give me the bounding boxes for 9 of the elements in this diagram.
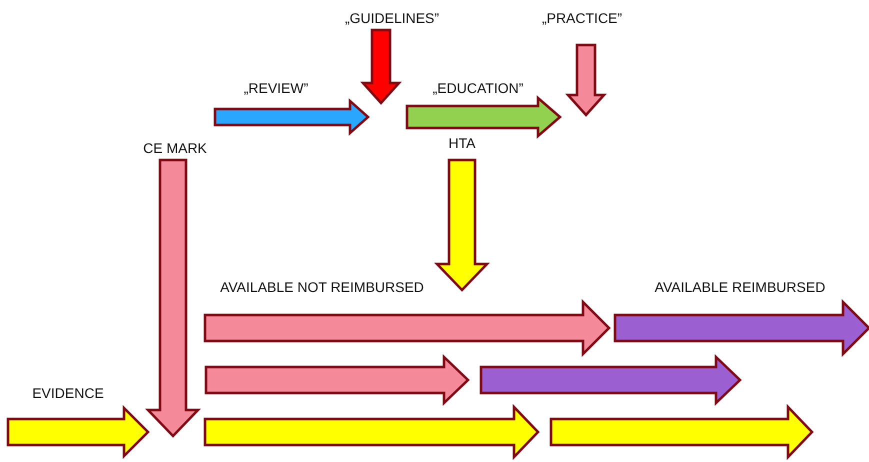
arrow-label: AVAILABLE NOT REIMBURSED — [220, 279, 424, 295]
arrow-label: HTA — [448, 135, 476, 151]
arrow-label: „REVIEW” — [244, 80, 308, 96]
arrow-label: „GUIDELINES” — [344, 10, 440, 26]
arrow-label: „EDUCATION” — [432, 80, 524, 96]
arrow-label: CE MARK — [143, 140, 207, 156]
arrow-label: AVAILABLE REIMBURSED — [654, 279, 826, 295]
arrow-label: „PRACTICE” — [542, 10, 622, 26]
arrow-label: EVIDENCE — [32, 385, 104, 401]
